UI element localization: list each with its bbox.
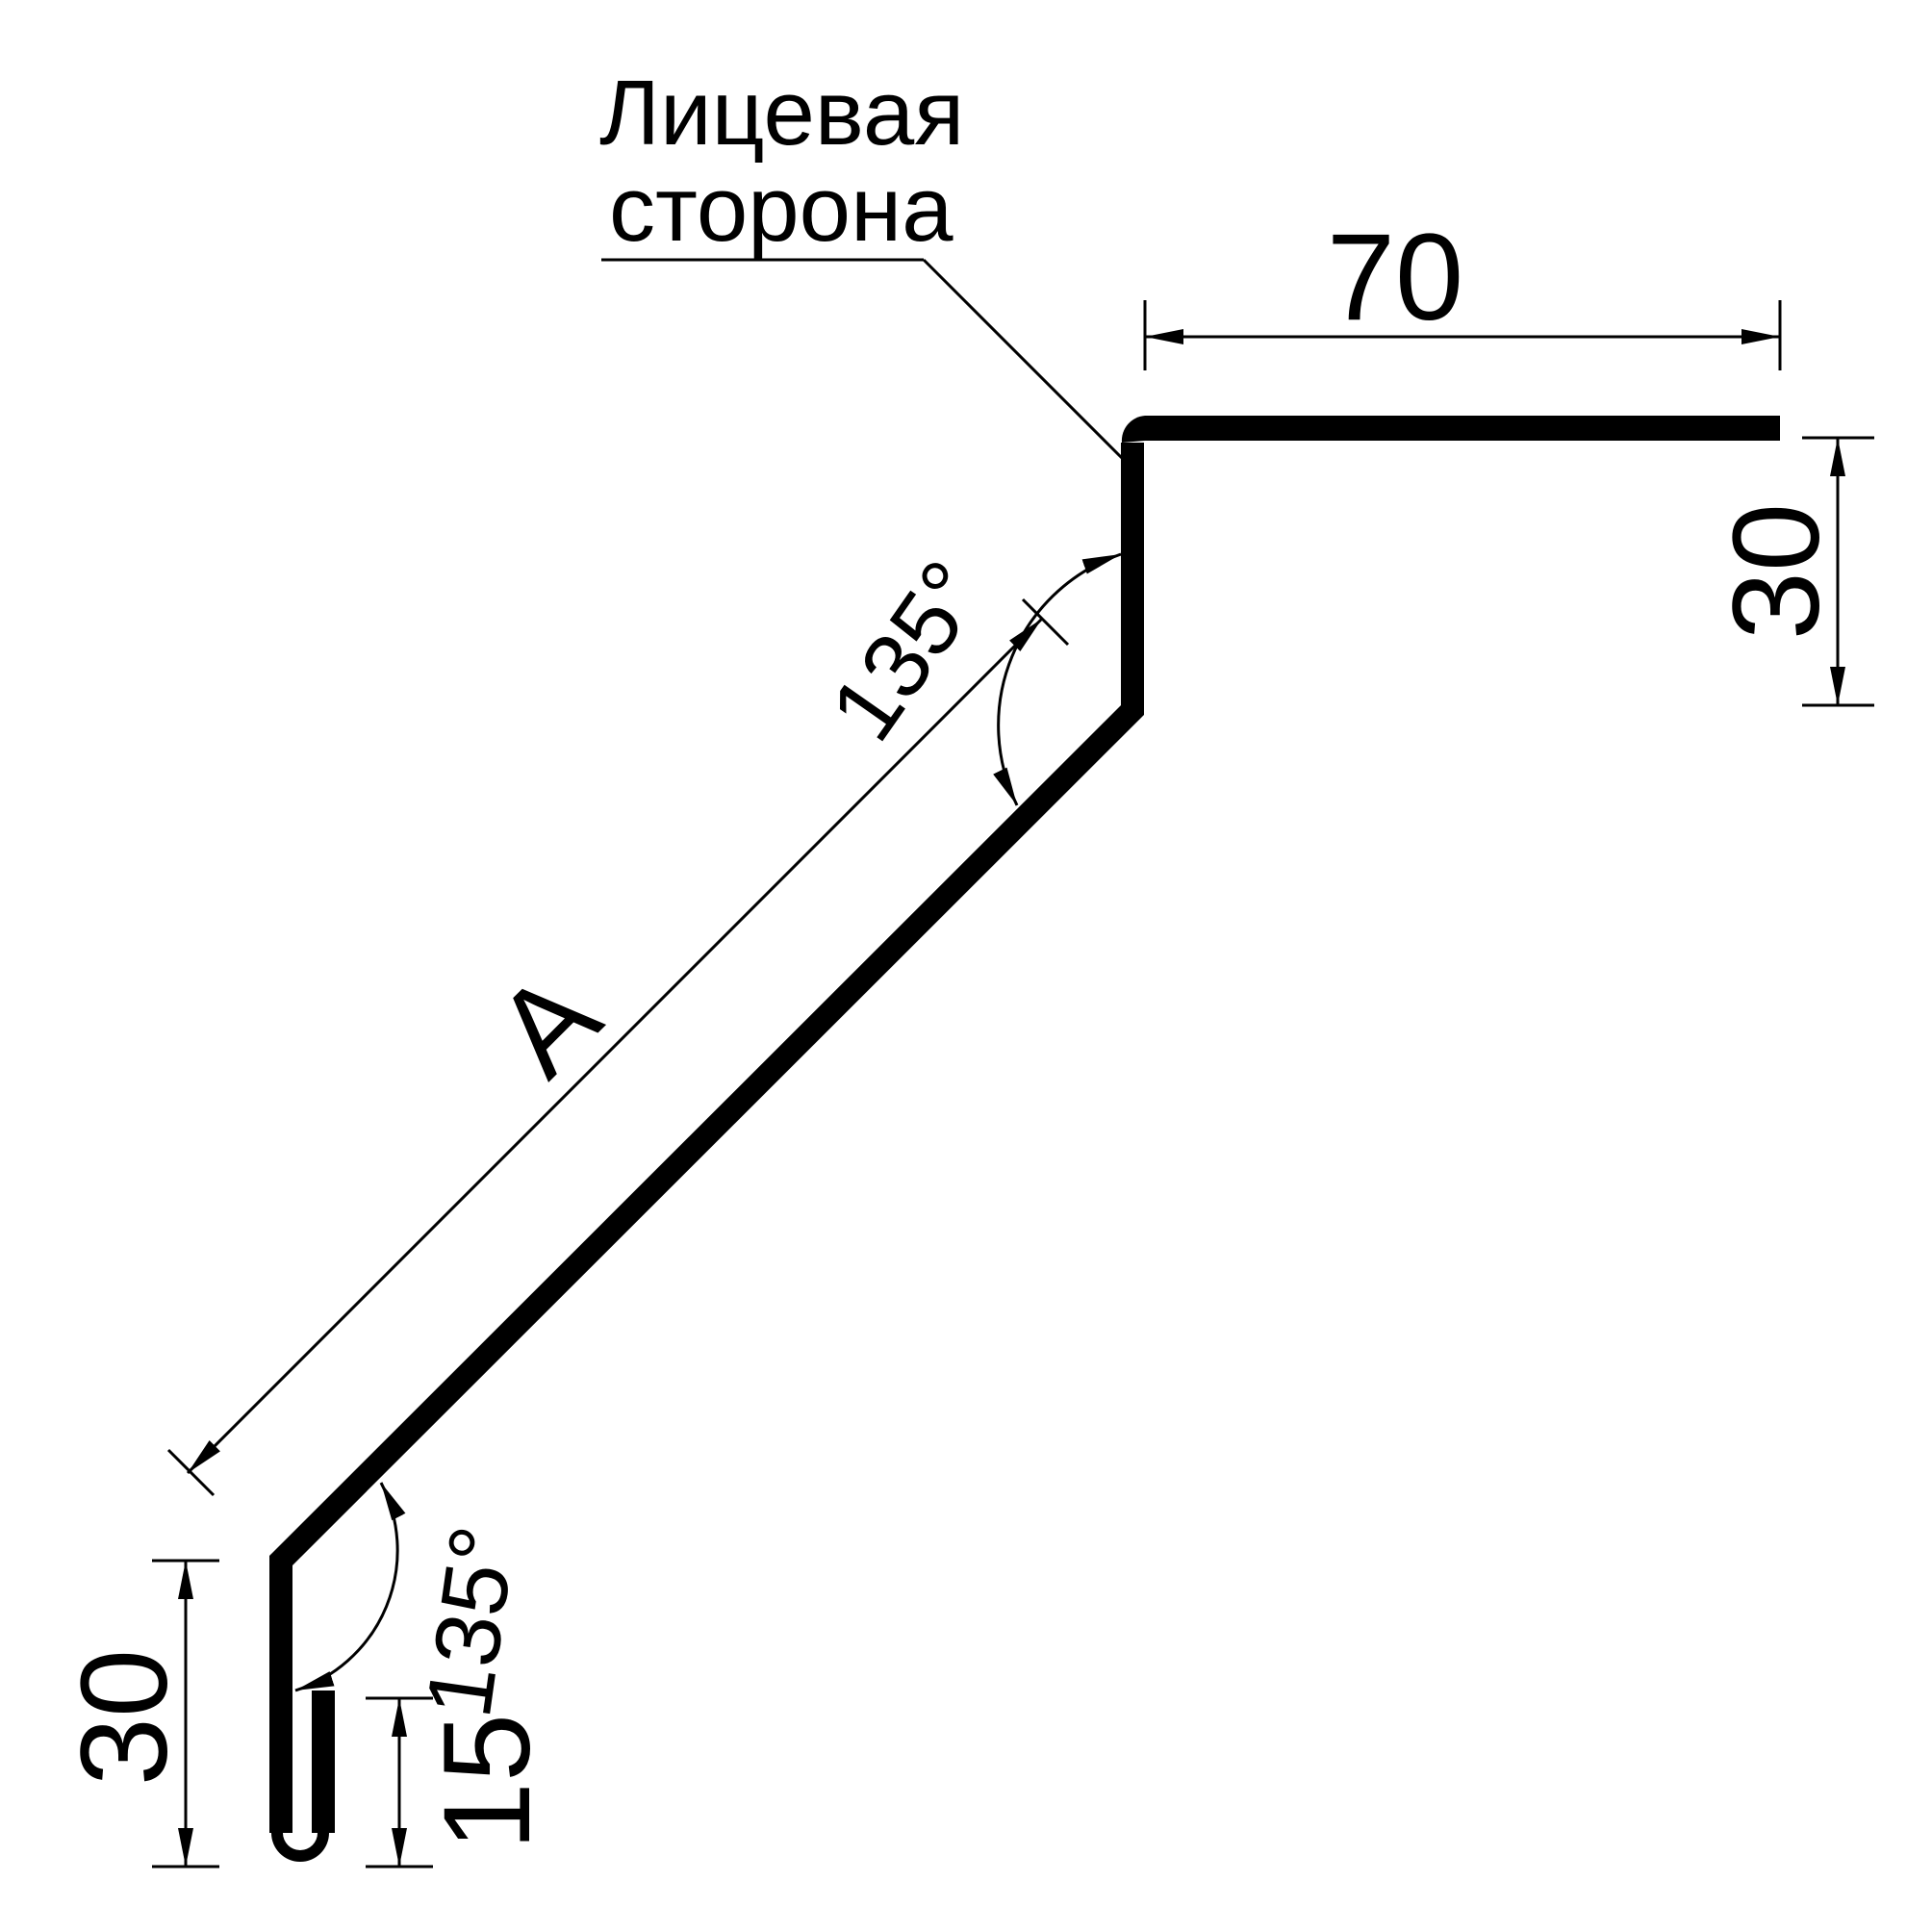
dim-left-height: [152, 1559, 219, 1868]
face-side-label-line1: Лицевая: [599, 62, 964, 165]
angle-top-value: 135°: [811, 543, 1005, 758]
dim-hem-value: 15: [419, 1714, 556, 1850]
dim-left-height-value: 30: [56, 1649, 193, 1786]
dim-top-width: [1143, 300, 1782, 370]
profile-main-body: [269, 443, 1144, 1833]
dim-right-height: [1802, 436, 1874, 707]
angle-top-arc: [993, 552, 1122, 806]
profile-top-bend: [1121, 416, 1145, 443]
dim-right-height-value: 30: [1708, 503, 1845, 640]
face-side-label-line2: сторона: [609, 158, 953, 261]
angle-bottom-value: 135°: [407, 1520, 536, 1724]
dim-top-width-value: 70: [1327, 209, 1463, 346]
face-side-leader: [601, 258, 1128, 464]
dim-hem: [366, 1696, 433, 1868]
angle-bottom-arc: [294, 1482, 406, 1692]
dim-slope-value: A: [470, 946, 625, 1102]
profile-hem-bend: [271, 1833, 329, 1862]
